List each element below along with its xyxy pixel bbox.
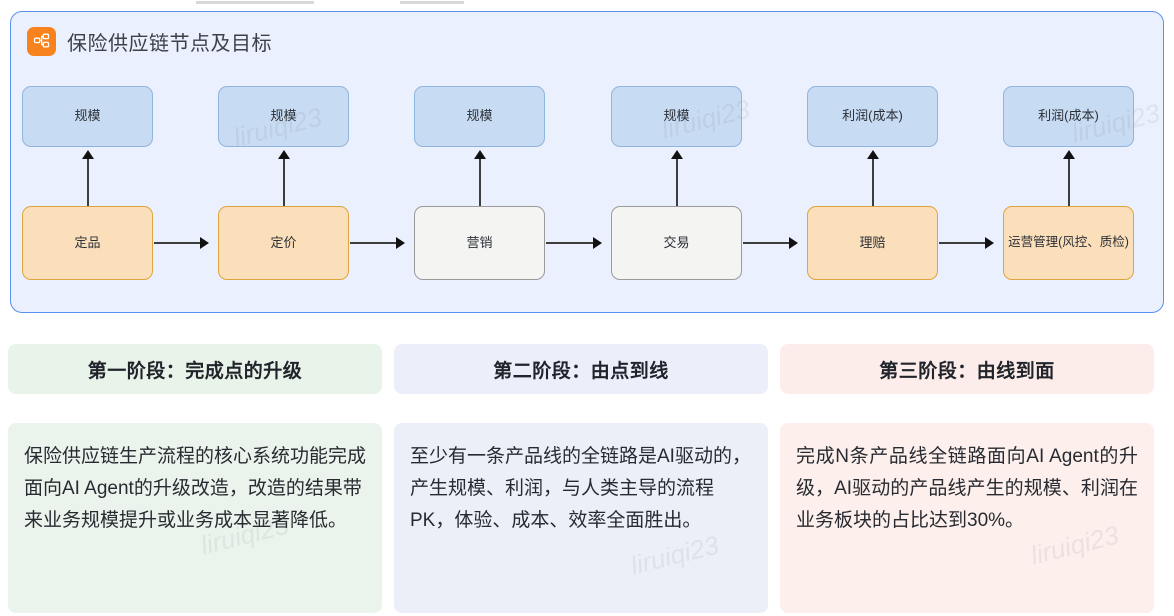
stage-body-2: 至少有一条产品线的全链路是AI驱动的，产生规模、利润，与人类主导的流程PK，体验… bbox=[394, 423, 768, 613]
stage-title-1: 第一阶段：完成点的升级 bbox=[8, 344, 382, 394]
stage-body-1: 保险供应链生产流程的核心系统功能完成面向AI Agent的升级改造，改造的结果带… bbox=[8, 423, 382, 613]
goal-node-5[interactable]: 利润(成本) bbox=[807, 86, 938, 147]
cut-off-text-artifact-right bbox=[400, 1, 464, 4]
goal-node-2[interactable]: 规模 bbox=[218, 86, 349, 147]
connector-arrow-v2 bbox=[278, 150, 290, 159]
panel-header: 保险供应链节点及目标 bbox=[27, 27, 272, 56]
connector-arrow-v3 bbox=[474, 150, 486, 159]
hierarchy-node-icon bbox=[27, 27, 56, 56]
connector-line-v2 bbox=[283, 156, 285, 218]
goal-node-6[interactable]: 利润(成本) bbox=[1003, 86, 1134, 147]
connector-arrow-v4 bbox=[671, 150, 683, 159]
panel-title: 保险供应链节点及目标 bbox=[67, 33, 272, 55]
stage-node-3[interactable]: 营销 bbox=[414, 206, 545, 280]
connector-line-h4 bbox=[743, 242, 789, 244]
connector-arrow-h1 bbox=[200, 237, 209, 249]
stage-card-3: 第三阶段：由线到面 完成N条产品线全链路面向AI Agent的升级，AI驱动的产… bbox=[780, 344, 1154, 613]
connector-arrow-h3 bbox=[593, 237, 602, 249]
stage-card-1: 第一阶段：完成点的升级 保险供应链生产流程的核心系统功能完成面向AI Agent… bbox=[8, 344, 382, 613]
stage-cards: 第一阶段：完成点的升级 保险供应链生产流程的核心系统功能完成面向AI Agent… bbox=[0, 344, 1174, 613]
flow-diagram: 规模 规模 规模 规模 利润(成本) 利润(成本) 定品 定价 营销 交易 理赔 bbox=[11, 12, 1163, 312]
goal-node-4[interactable]: 规模 bbox=[611, 86, 742, 147]
connector-arrow-v5 bbox=[867, 150, 879, 159]
connector-line-v5 bbox=[872, 156, 874, 218]
stage-node-5[interactable]: 理赔 bbox=[807, 206, 938, 280]
connector-line-v3 bbox=[479, 156, 481, 218]
connector-line-h5 bbox=[939, 242, 985, 244]
connector-arrow-h4 bbox=[789, 237, 798, 249]
connector-line-v6 bbox=[1068, 156, 1070, 218]
connector-line-h2 bbox=[350, 242, 396, 244]
connector-line-h1 bbox=[154, 242, 200, 244]
goal-node-3[interactable]: 规模 bbox=[414, 86, 545, 147]
goal-node-1[interactable]: 规模 bbox=[22, 86, 153, 147]
stage-node-4[interactable]: 交易 bbox=[611, 206, 742, 280]
stage-node-6[interactable]: 运营管理(风控、质检) bbox=[1003, 206, 1134, 280]
connector-line-v4 bbox=[676, 156, 678, 218]
stage-title-2: 第二阶段：由点到线 bbox=[394, 344, 768, 394]
stage-title-3: 第三阶段：由线到面 bbox=[780, 344, 1154, 394]
stage-card-2: 第二阶段：由点到线 至少有一条产品线的全链路是AI驱动的，产生规模、利润，与人类… bbox=[394, 344, 768, 613]
connector-arrow-h2 bbox=[396, 237, 405, 249]
cut-off-text-artifact-left bbox=[196, 1, 314, 4]
connector-arrow-v1 bbox=[82, 150, 94, 159]
connector-arrow-h5 bbox=[985, 237, 994, 249]
stage-node-2[interactable]: 定价 bbox=[218, 206, 349, 280]
connector-arrow-v6 bbox=[1063, 150, 1075, 159]
connector-line-v1 bbox=[87, 156, 89, 218]
stage-body-3: 完成N条产品线全链路面向AI Agent的升级，AI驱动的产品线产生的规模、利润… bbox=[780, 423, 1154, 613]
stage-node-1[interactable]: 定品 bbox=[22, 206, 153, 280]
connector-line-h3 bbox=[546, 242, 593, 244]
supply-chain-diagram-panel: 保险供应链节点及目标 规模 规模 规模 规模 利润(成本) 利润(成本) 定品 bbox=[10, 11, 1164, 313]
